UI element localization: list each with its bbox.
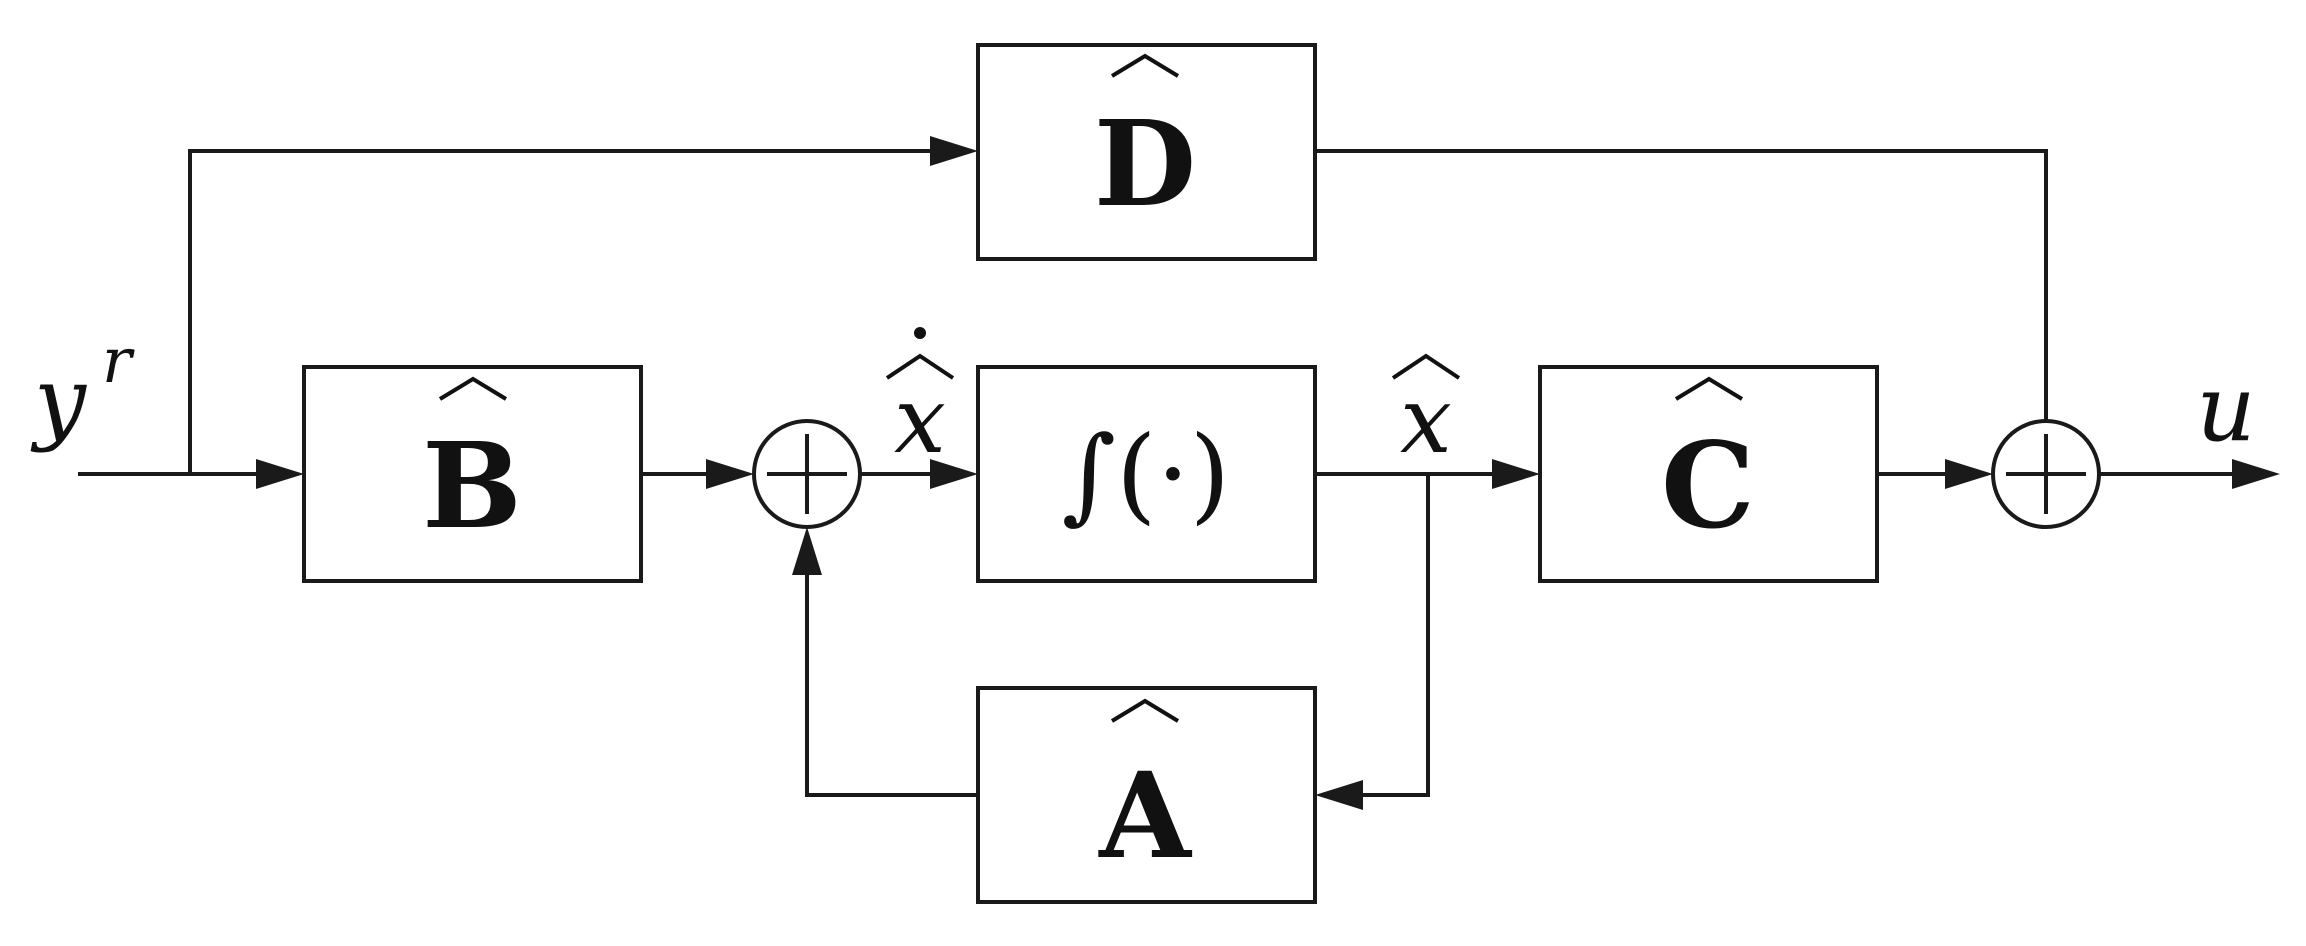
- arrow-into-d: [930, 136, 978, 166]
- arrow-into-right-sum: [1945, 459, 1993, 489]
- wire-a-to-sum: [805, 560, 980, 797]
- input-signal-label: y: [30, 347, 87, 454]
- state-derivative-label: x: [894, 367, 946, 474]
- summing-junction-left: [752, 419, 862, 529]
- signal-input-label: y r: [30, 324, 135, 454]
- arrow-into-a: [1315, 780, 1363, 810]
- input-signal-superscript: r: [102, 324, 135, 397]
- wires: [78, 149, 2242, 797]
- arrow-feedback-into-sum: [792, 527, 822, 575]
- block-a-label: A: [1098, 746, 1192, 885]
- block-b-label: B: [422, 416, 522, 555]
- arrow-into-b: [256, 459, 304, 489]
- signal-state-derivative-label: x: [885, 327, 955, 474]
- arrow-output: [2232, 459, 2280, 489]
- block-a: A: [976, 686, 1317, 904]
- arrow-into-c: [1492, 459, 1540, 489]
- block-c-label: C: [1661, 416, 1755, 555]
- wire-feedthrough-to-d: [188, 149, 946, 476]
- integrator-label: ∫(·): [1062, 413, 1230, 535]
- block-integrator: ∫(·): [976, 365, 1317, 583]
- output-signal-label: u: [2196, 355, 2255, 462]
- summing-junction-right: [1991, 419, 2101, 529]
- block-b: B: [302, 365, 643, 583]
- arrowheads: [256, 136, 2280, 810]
- wire-d-to-sum: [1313, 149, 2048, 423]
- arrow-into-left-sum: [706, 459, 754, 489]
- state-label: x: [1400, 367, 1452, 474]
- arrow-into-integrator: [930, 459, 978, 489]
- wire-state-to-a: [1348, 472, 1430, 797]
- block-c: C: [1538, 365, 1879, 583]
- block-d-label: D: [1094, 94, 1196, 233]
- block-d: D: [976, 43, 1317, 261]
- signal-state-label: x: [1391, 353, 1461, 474]
